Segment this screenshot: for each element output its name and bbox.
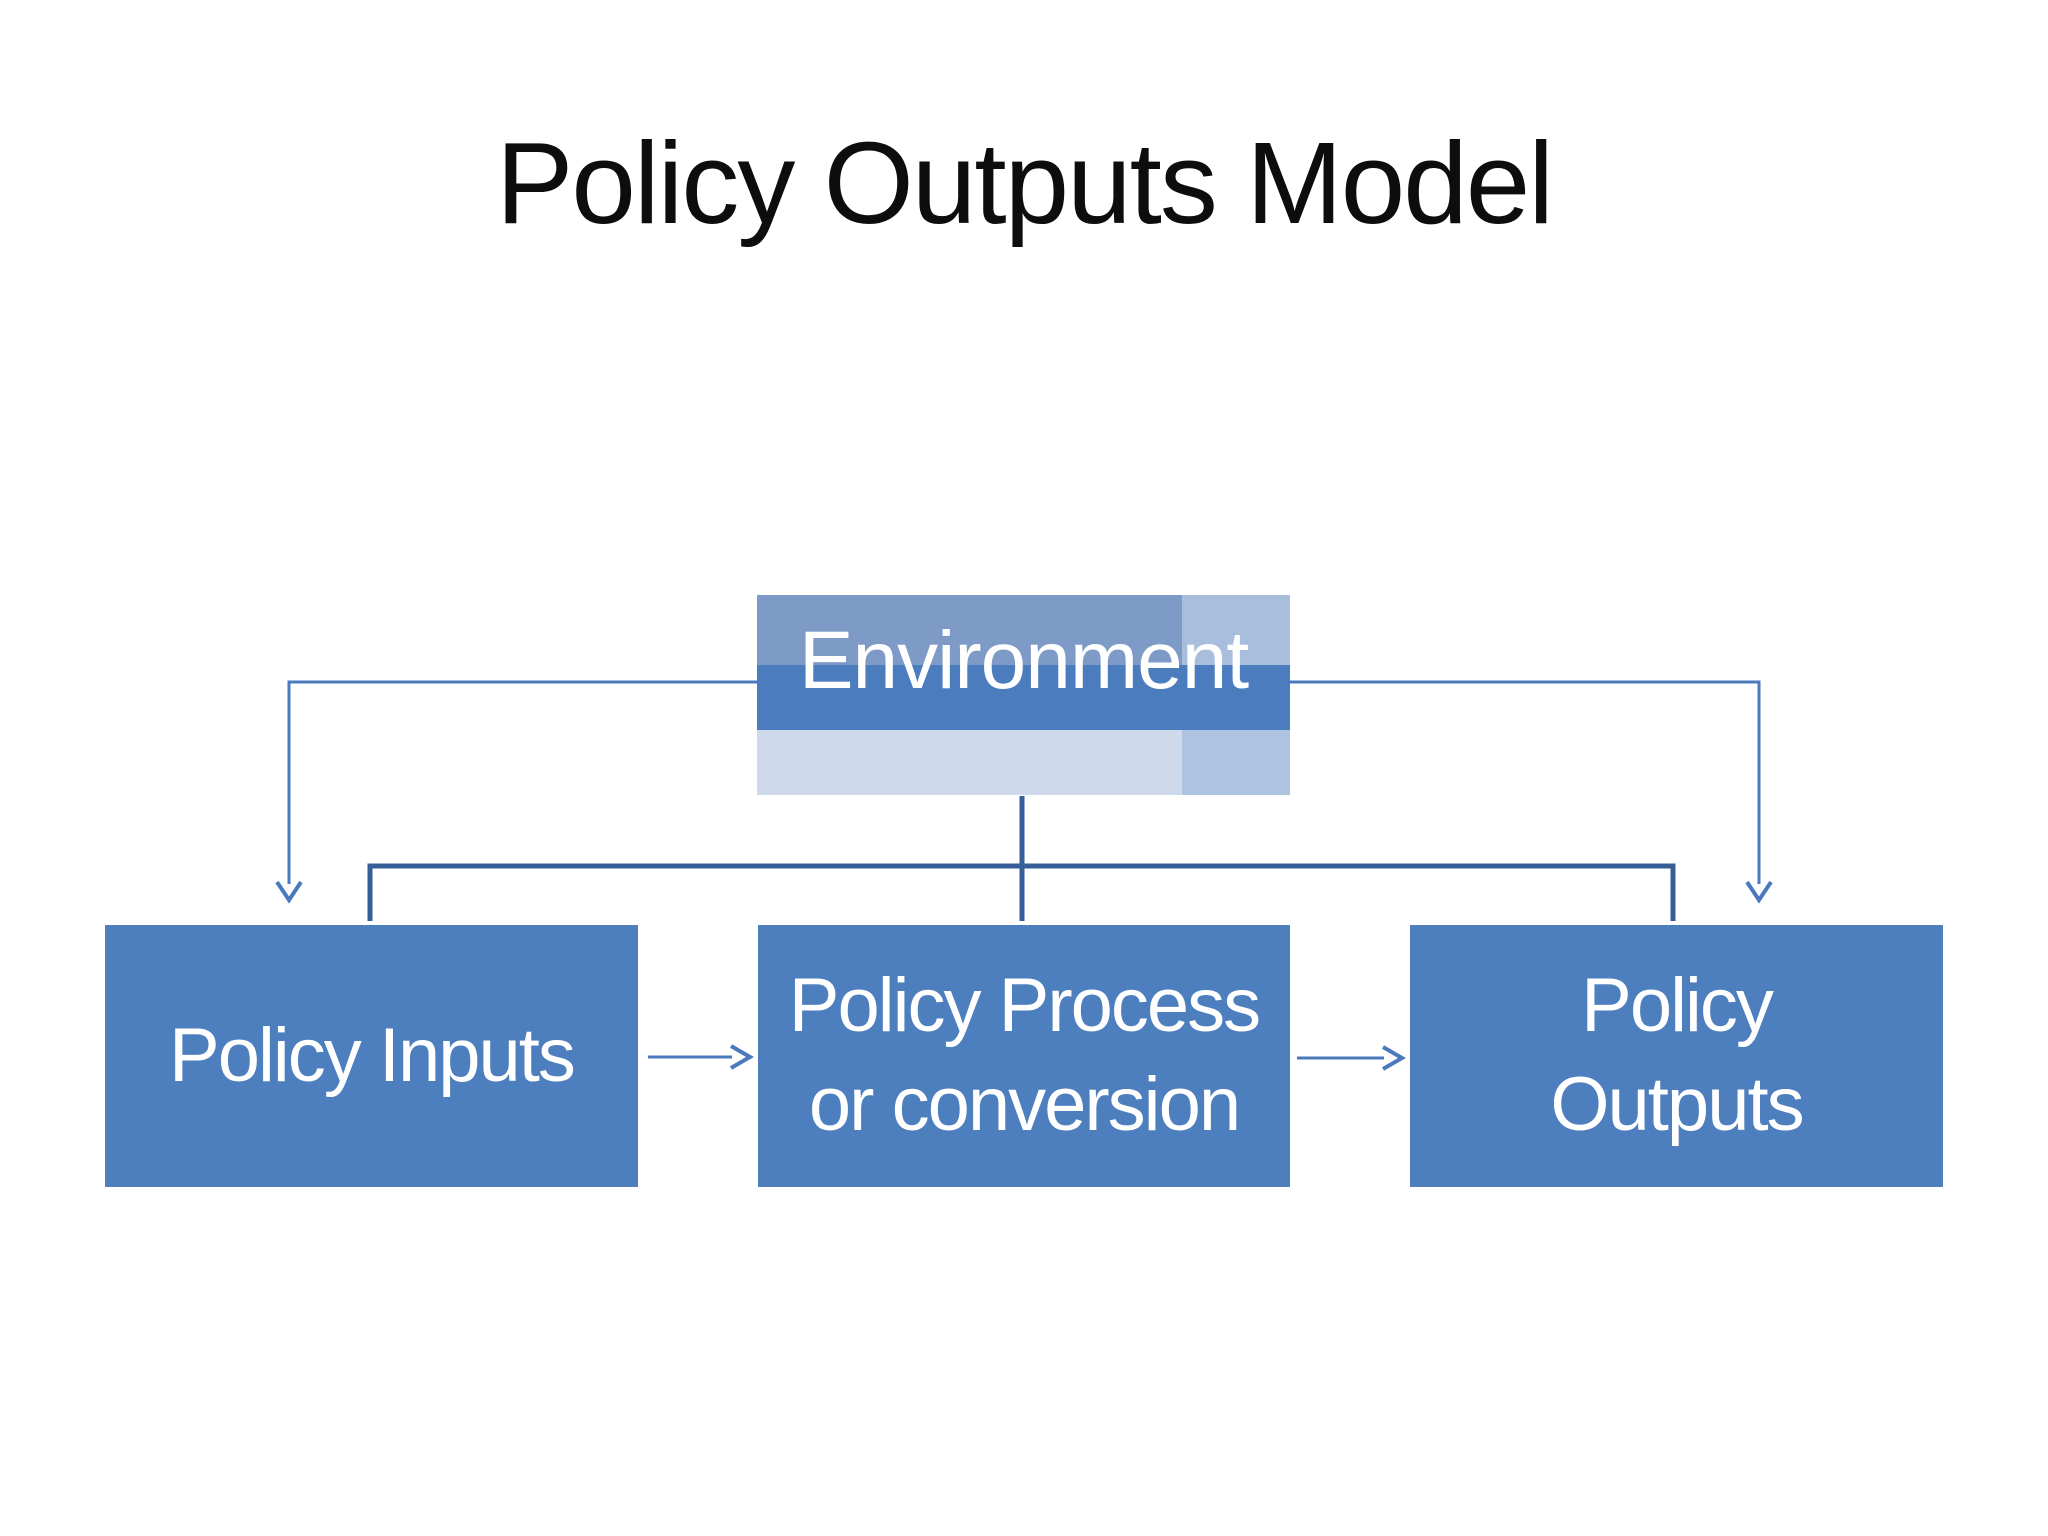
arrow-down-icon bbox=[275, 880, 303, 904]
environment-band-bottom-right bbox=[1182, 730, 1290, 795]
environment-band-top-left bbox=[757, 595, 1182, 665]
environment-label: Environment bbox=[798, 615, 1249, 706]
policy-process-label-line1: Policy Process bbox=[788, 963, 1261, 1049]
environment-band-middle bbox=[757, 665, 1290, 730]
node-policy-outputs: Policy Outputs bbox=[1410, 925, 1943, 1187]
node-environment: Environment bbox=[757, 595, 1290, 795]
policy-inputs-label: Policy Inputs bbox=[169, 1012, 576, 1098]
policy-process-label-line2: or conversion bbox=[808, 1062, 1241, 1147]
environment-band-bottom-left bbox=[757, 730, 1182, 795]
connector-thick-rail bbox=[367, 863, 1676, 921]
connector-environment-to-outputs bbox=[1290, 680, 1761, 884]
node-policy-process: Policy Process or conversion bbox=[758, 925, 1290, 1187]
arrow-right-icon bbox=[729, 1044, 754, 1070]
connector-environment-to-inputs bbox=[287, 680, 757, 884]
policy-outputs-label-line1: Policy bbox=[1581, 963, 1774, 1049]
arrow-right-icon bbox=[1381, 1045, 1406, 1071]
policy-outputs-label-line2: Outputs bbox=[1550, 1062, 1804, 1147]
environment-band-top-right bbox=[1182, 595, 1290, 665]
diagram-title: Policy Outputs Model bbox=[495, 118, 1554, 248]
node-policy-inputs: Policy Inputs bbox=[105, 925, 638, 1187]
arrow-down-icon bbox=[1745, 880, 1773, 904]
